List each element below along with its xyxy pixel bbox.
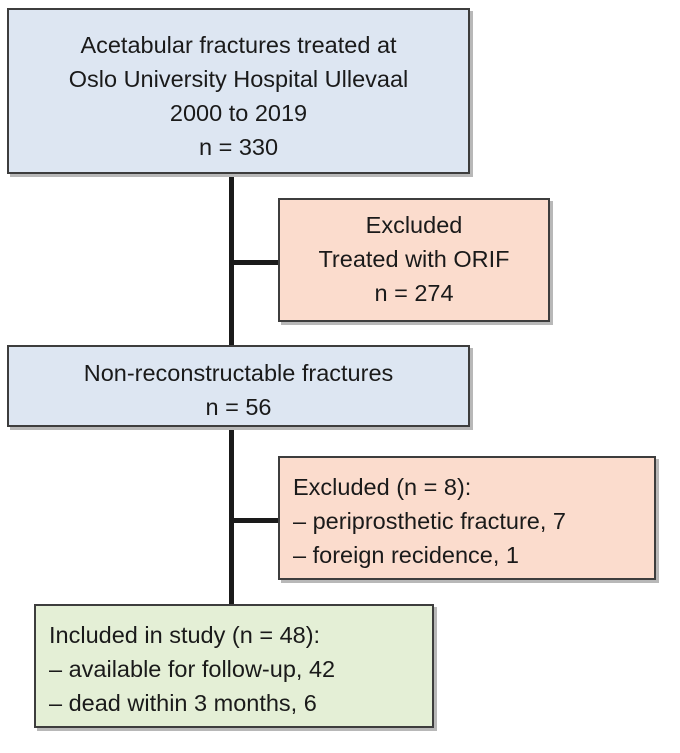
nonreconstructable-box: Non-reconstructable fractures n = 56 xyxy=(7,345,470,427)
included-box: Included in study (n = 48): – available … xyxy=(34,604,434,728)
connector-main-bottom xyxy=(229,425,234,606)
source-title-line-2: Oslo University Hospital Ullevaal xyxy=(68,66,409,92)
source-population-box: Acetabular fractures treated at Oslo Uni… xyxy=(7,8,470,174)
excluded-orif-reason: Treated with ORIF xyxy=(318,246,510,272)
connector-to-excluded-other xyxy=(229,518,280,523)
source-period: 2000 to 2019 xyxy=(169,100,308,126)
connector-to-excluded-orif xyxy=(229,260,280,265)
excluded-orif-count: n = 274 xyxy=(374,280,454,306)
included-heading: Included in study (n = 48): xyxy=(49,622,321,648)
included-item-follow-up: – available for follow-up, 42 xyxy=(49,656,336,682)
source-count: n = 330 xyxy=(198,134,279,160)
included-item-dead: – dead within 3 months, 6 xyxy=(49,690,317,716)
nonreconstructable-count: n = 56 xyxy=(205,394,272,420)
excluded-other-item-periprosthetic: – periprosthetic fracture, 7 xyxy=(293,508,566,534)
source-title-line-1: Acetabular fractures treated at xyxy=(80,32,397,58)
excluded-orif-box: Excluded Treated with ORIF n = 274 xyxy=(278,198,550,322)
excluded-other-item-foreign: – foreign recidence, 1 xyxy=(293,542,520,568)
excluded-other-heading: Excluded (n = 8): xyxy=(293,474,472,500)
excluded-orif-heading: Excluded xyxy=(365,212,463,238)
nonreconstructable-title: Non-reconstructable fractures xyxy=(83,360,394,386)
excluded-other-box: Excluded (n = 8): – periprosthetic fract… xyxy=(278,456,656,580)
connector-main-top xyxy=(229,172,234,347)
